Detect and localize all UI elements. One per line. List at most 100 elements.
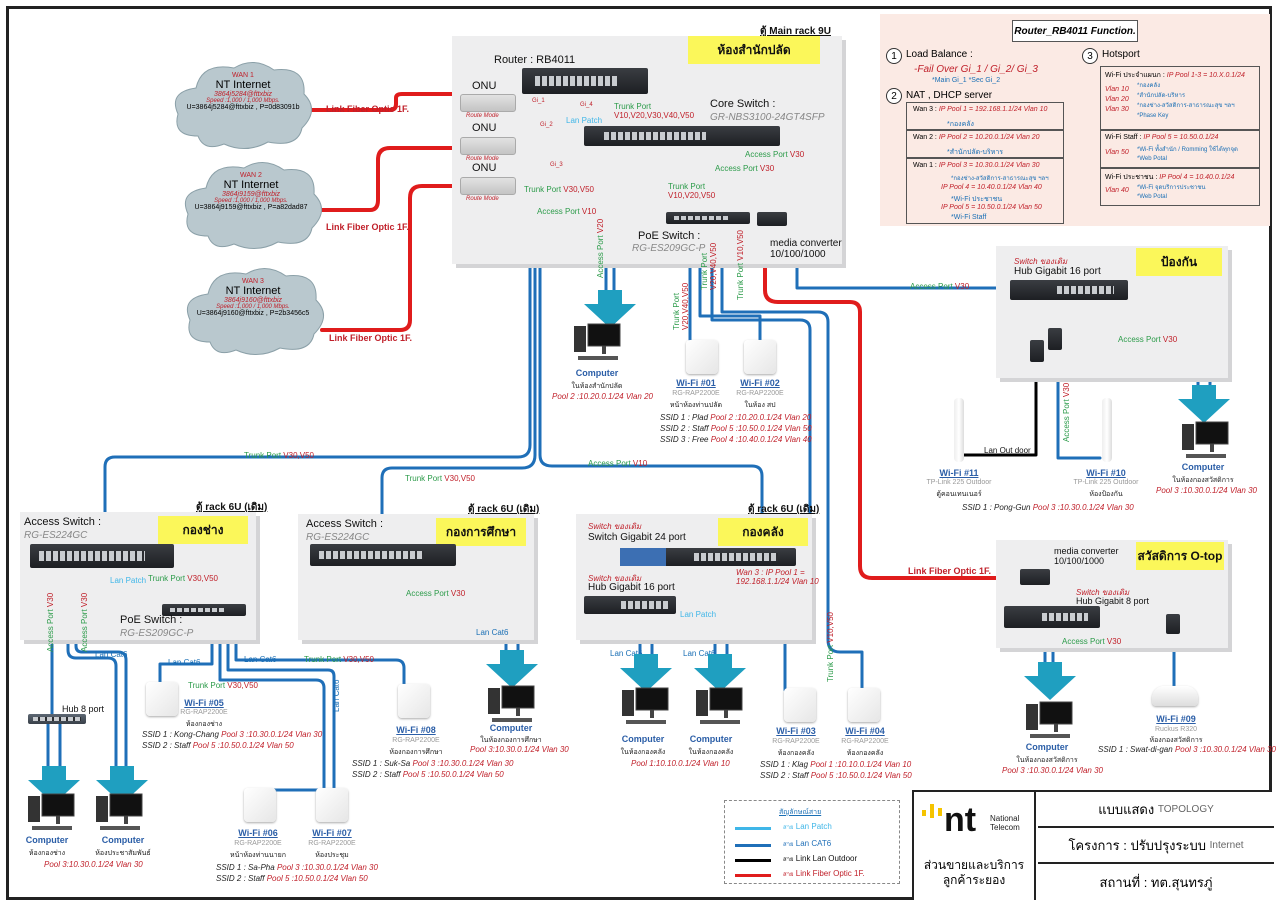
- trunk-label-v30v50: Trunk Port V30,V50: [524, 185, 594, 194]
- wifi07-model: RG-RAP2200E: [308, 840, 356, 847]
- diagram-frame: [6, 6, 1272, 900]
- wifi04-room: ห้องกองคลัง: [846, 750, 884, 757]
- computer-samplad-room: ในห้องสำนักปลัด: [571, 383, 623, 390]
- wifi01-model: RG-RAP2200E: [672, 390, 720, 397]
- kongchang-trunk-wifi08: Trunk Port V30,V50: [304, 655, 374, 664]
- port-gi3: Gi_3: [550, 162, 563, 168]
- down-arrow-pongkan: [1178, 385, 1230, 423]
- cat6-kc-pc2b: [74, 568, 128, 772]
- kongchang-trunk-wifi05: Trunk Port V30,V50: [188, 681, 258, 690]
- otop-hub-label: Hub Gigabit 8 port: [1076, 596, 1150, 606]
- computer-kc-2-icon: [96, 793, 143, 830]
- wan1-pool-box: Wan 1 : IP Pool 3 = 10.30.0.1/24 Vlan 30…: [906, 158, 1064, 224]
- wifi03-name[interactable]: Wi-Fi #03: [776, 726, 816, 736]
- room-tag-finance: กองคลัง: [718, 518, 808, 546]
- computer-pongkan-label: Computer: [1181, 462, 1225, 472]
- onu-2: [460, 137, 516, 155]
- wifi07-name[interactable]: Wi-Fi #07: [312, 828, 352, 838]
- wifi10-name[interactable]: Wi-Fi #10: [1086, 468, 1126, 478]
- computer-fin-pool: Pool 1:10.10.0.1/24 Vlan 10: [631, 759, 730, 768]
- wifi0102-ssid-1: SSID 1 : Plad Pool 2 :10.20.0.1/24 Vlan …: [660, 413, 812, 422]
- media-converter-main: [757, 212, 787, 226]
- wifi04-name[interactable]: Wi-Fi #04: [845, 726, 885, 736]
- wan3-info: WAN 3 NT Internet 3864j9160@fttxbiz Spee…: [196, 278, 310, 317]
- wifi05-name[interactable]: Wi-Fi #05: [184, 698, 224, 708]
- nt-logo-text: nt: [944, 801, 977, 839]
- wifi11-name[interactable]: Wi-Fi #11: [939, 468, 979, 478]
- finance-ssid-2: SSID 2 : Staff Pool 5 :10.50.0.1/24 Vlan…: [760, 771, 912, 780]
- failover-text: -Fail Over Gi_1 / Gi_2/ Gi_3: [914, 64, 1038, 75]
- wifi0102-ssid-3: SSID 3 : Free Pool 4 :10.40.0.1/24 Vlan …: [660, 435, 812, 444]
- computer-otop-pool: Pool 3 :10.30.0.1/24 Vlan 30: [1002, 766, 1103, 775]
- wifi08-name[interactable]: Wi-Fi #08: [396, 725, 436, 735]
- outdoor-cable-wifi11: [960, 358, 1038, 457]
- computer-otop-room: ในห้องกองสวัสดิการ: [1016, 757, 1078, 764]
- wifi08-model: RG-RAP2200E: [392, 737, 440, 744]
- room-tag-samplad: ห้องสำนักปลัด: [688, 36, 820, 64]
- otop-ssid: SSID 1 : Swat-di-gan Pool 3 :10.30.0.1/2…: [1098, 745, 1276, 754]
- wan3-pool-box: Wan 3 : IP Pool 1 = 192.168.1.1/24 Vlan …: [906, 102, 1064, 130]
- computer-fin-2-icon: [696, 687, 743, 724]
- computer-otop-label: Computer: [1025, 742, 1069, 752]
- wifi08-room: ห้องกองการศึกษา: [389, 749, 443, 756]
- wan2-pool-box: Wan 2 : IP Pool 2 = 10.20.0.1/24 Vlan 20…: [906, 130, 1064, 158]
- legend-patch: สาย Lan Patch: [783, 822, 832, 831]
- kongchang-rack-label: ตู้ rack 6U (เดิม): [196, 502, 268, 513]
- legend-box: สัญลักษณ์สาย สาย Lan Patch สาย Lan CAT6 …: [724, 800, 900, 884]
- wan2-info: WAN 2 NT Internet 3864j9159@fttxbiz Spee…: [194, 172, 308, 211]
- title-row-1: แบบแสดง TOPOLOGY: [1038, 792, 1274, 828]
- dept-name: ส่วนขายและบริการลูกค้าระยอง: [923, 858, 1025, 887]
- cloud-wan1: [174, 62, 312, 149]
- wifi08-ssid-1: SSID 1 : Suk-Sa Pool 3 :10.30.0.1/24 Vla…: [352, 759, 514, 768]
- cat6-poe-finance-ap2: [720, 220, 864, 692]
- education-lancat6: Lan Cat6: [476, 628, 509, 637]
- fiber-cable-wan3: [320, 184, 464, 332]
- lan-outdoor-label: Lan Out door: [984, 446, 1031, 455]
- room-tag-pongkan: ป้องกัน: [1136, 248, 1222, 276]
- wifi05-ssid-2: SSID 2 : Staff Pool 5 :10.50.0.1/24 Vlan…: [142, 741, 294, 750]
- wifi10-room: ห้องป้องกัน: [1089, 491, 1123, 498]
- kongchang-lancat6-vert: Lan Cat6: [332, 679, 341, 712]
- legend-outdoor: สาย Link Lan Outdoor: [783, 854, 858, 863]
- wifi01-room: หน้าห้องท่านปลัด: [669, 402, 723, 409]
- section-2-badge: 2: [886, 88, 902, 104]
- core-switch-title: Core Switch :: [710, 98, 776, 110]
- wifi08-ap-icon: [398, 684, 430, 718]
- wifi01-name[interactable]: Wi-Fi #01: [676, 378, 716, 388]
- kongchang-lan-patch: Lan Patch: [110, 576, 147, 585]
- computer-fin-1-label: Computer: [621, 734, 665, 744]
- cat6-poe-wifi07: [226, 612, 336, 792]
- trunk-label-education: Trunk Port V30,V50: [405, 474, 475, 483]
- section-1-badge: 1: [886, 48, 902, 64]
- pongkan-hub: [1010, 280, 1128, 300]
- wifi11-model: TP-Link 225 Outdoor: [926, 479, 992, 486]
- computer-pongkan-room: ในห้องกองสวัสดิการ: [1172, 477, 1234, 484]
- legend-cat6: สาย Lan CAT6: [783, 839, 832, 848]
- kongchang-hub: [28, 714, 86, 724]
- cat6-poe-wifi02: [698, 220, 762, 342]
- access-label-pongkan: Access Port V30: [910, 282, 970, 291]
- poe-injector-1: [1030, 340, 1044, 362]
- wifi09-name[interactable]: Wi-Fi #09: [1156, 714, 1196, 724]
- wifi06-model: RG-RAP2200E: [234, 840, 282, 847]
- fiber-cable-otop: [763, 223, 1022, 580]
- fiber-label-wan2: Link Fiber Optic 1F.: [326, 222, 410, 232]
- wifi06-name[interactable]: Wi-Fi #06: [238, 828, 278, 838]
- wifi02-name[interactable]: Wi-Fi #02: [740, 378, 780, 388]
- wifi01-ap-icon: [686, 340, 718, 374]
- down-arrow-education: [486, 650, 538, 688]
- wifi04-model: RG-RAP2200E: [841, 738, 889, 745]
- port-gi1: Gi_1: [532, 98, 545, 104]
- onu-3: [460, 177, 516, 195]
- computer-pongkan-pool: Pool 3 :10.30.0.1/24 Vlan 30: [1156, 486, 1257, 495]
- computer-kc-2-label: Computer: [101, 835, 145, 845]
- kongchang-poe-model: RG-ES209GC-P: [120, 628, 194, 639]
- kongchang-lancat6-2: Lan Cat6: [168, 658, 201, 667]
- computer-fin-2-room: ในห้องกองคลัง: [688, 749, 734, 756]
- pongkan-ssid: SSID 1 : Pong-Gun Pool 3 :10.30.0.1/24 V…: [962, 503, 1134, 512]
- wifi07-room: ห้องประชุม: [315, 852, 349, 859]
